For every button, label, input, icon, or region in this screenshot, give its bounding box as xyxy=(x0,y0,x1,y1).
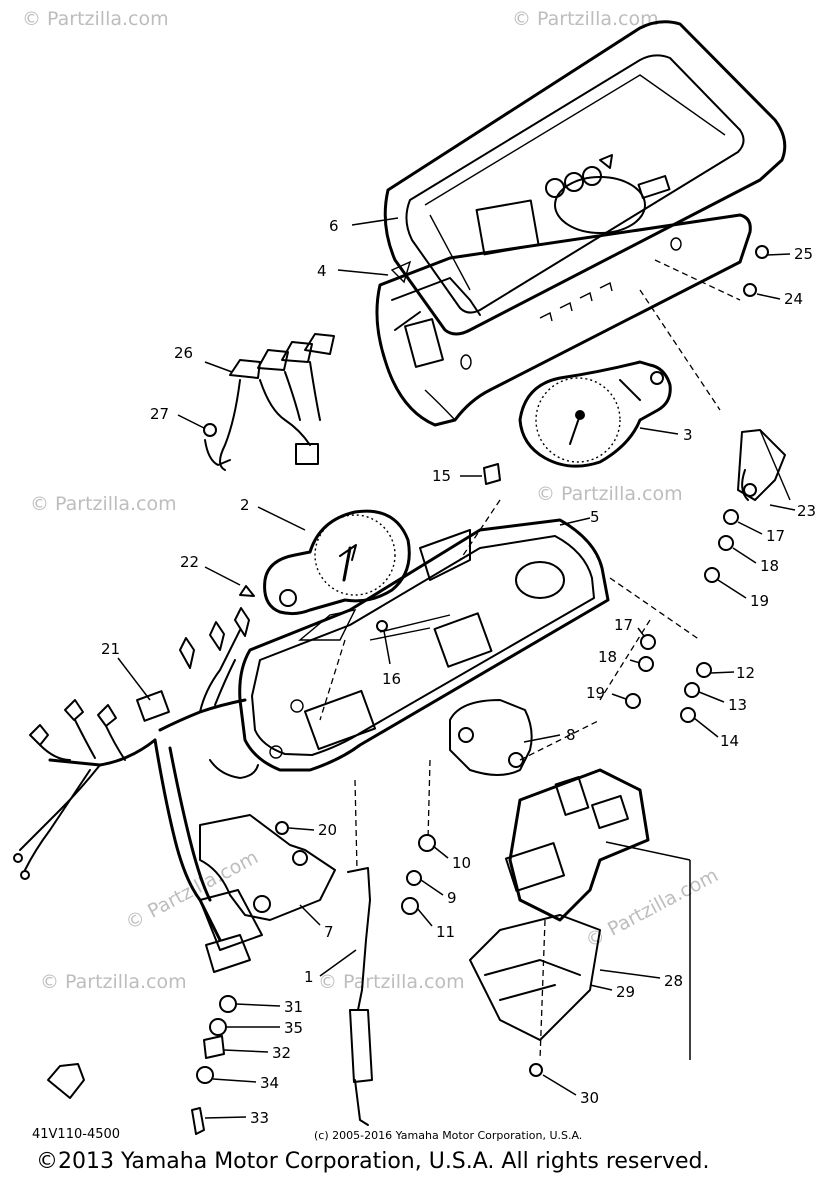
meter-cover-outer xyxy=(383,20,787,336)
callout-16: 16 xyxy=(382,670,401,688)
callout-17-upper: 17 xyxy=(766,527,785,545)
indicator-unit xyxy=(469,768,650,1077)
footer-copyright: ©2013 Yamaha Motor Corporation, U.S.A. A… xyxy=(36,1149,709,1174)
watermark-mid-left: © Partzilla.com xyxy=(30,493,177,515)
callout-13: 13 xyxy=(728,696,747,714)
leader-lines xyxy=(117,217,796,1119)
callout-14: 14 xyxy=(720,732,739,750)
callout-3: 3 xyxy=(683,426,693,444)
callout-28: 28 xyxy=(664,972,683,990)
callout-19-upper: 19 xyxy=(750,592,769,610)
callout-34: 34 xyxy=(260,1074,279,1092)
callout-15: 15 xyxy=(432,467,451,485)
speedometer-cable xyxy=(347,867,373,1126)
callout-10: 10 xyxy=(452,854,471,872)
callout-29: 29 xyxy=(616,983,635,1001)
callout-6: 6 xyxy=(329,217,339,235)
tachometer xyxy=(518,360,672,468)
callout-21: 21 xyxy=(101,640,120,658)
watermarks: © Partzilla.com © Partzilla.com © Partzi… xyxy=(22,8,722,993)
meter-cover-lower xyxy=(375,154,752,427)
meter-case xyxy=(238,518,610,772)
bracket-7 xyxy=(199,814,336,921)
callout-27: 27 xyxy=(150,405,169,423)
callout-32: 32 xyxy=(272,1044,291,1062)
callout-18-upper: 18 xyxy=(760,557,779,575)
callout-35: 35 xyxy=(284,1019,303,1037)
sub-harness xyxy=(203,333,335,471)
callout-4: 4 xyxy=(317,262,327,280)
callout-26: 26 xyxy=(174,344,193,362)
callout-11: 11 xyxy=(436,923,455,941)
bracket-8 xyxy=(449,699,533,776)
callout-8: 8 xyxy=(566,726,576,744)
watermark-top-left: © Partzilla.com xyxy=(22,8,169,30)
callout-22: 22 xyxy=(180,553,199,571)
hardware-bits xyxy=(47,245,769,1135)
speedometer xyxy=(263,509,411,616)
callout-19-lower: 19 xyxy=(586,684,605,702)
small-copyright: (c) 2005-2016 Yamaha Motor Corporation, … xyxy=(314,1129,582,1142)
part-code: 41V110-4500 xyxy=(32,1127,120,1142)
callout-7: 7 xyxy=(324,923,334,941)
callout-1: 1 xyxy=(304,968,314,986)
callout-20: 20 xyxy=(318,821,337,839)
sensor-part xyxy=(737,429,791,501)
callout-24: 24 xyxy=(784,290,803,308)
callout-23: 23 xyxy=(797,502,816,520)
watermark-top-right: © Partzilla.com xyxy=(512,8,659,30)
callout-5: 5 xyxy=(590,508,600,526)
callout-17-lower: 17 xyxy=(614,616,633,634)
watermark-left-lower: © Partzilla.com xyxy=(122,846,262,934)
callout-2: 2 xyxy=(240,496,250,514)
callout-33: 33 xyxy=(250,1109,269,1127)
guide-lines xyxy=(319,259,741,1061)
callout-30: 30 xyxy=(580,1089,599,1107)
main-harness xyxy=(13,585,263,973)
watermark-lower-left: © Partzilla.com xyxy=(40,971,187,993)
watermark-center: © Partzilla.com xyxy=(536,483,683,505)
watermark-lower-right: © Partzilla.com xyxy=(582,864,722,952)
callout-12: 12 xyxy=(736,664,755,682)
callout-labels: 6 4 3 2 5 15 26 27 21 22 25 24 23 17 18 … xyxy=(101,217,816,1127)
callout-18-lower: 18 xyxy=(598,648,617,666)
watermark-lower-center: © Partzilla.com xyxy=(318,971,465,993)
callout-9: 9 xyxy=(447,889,457,907)
callout-31: 31 xyxy=(284,998,303,1016)
callout-25: 25 xyxy=(794,245,813,263)
